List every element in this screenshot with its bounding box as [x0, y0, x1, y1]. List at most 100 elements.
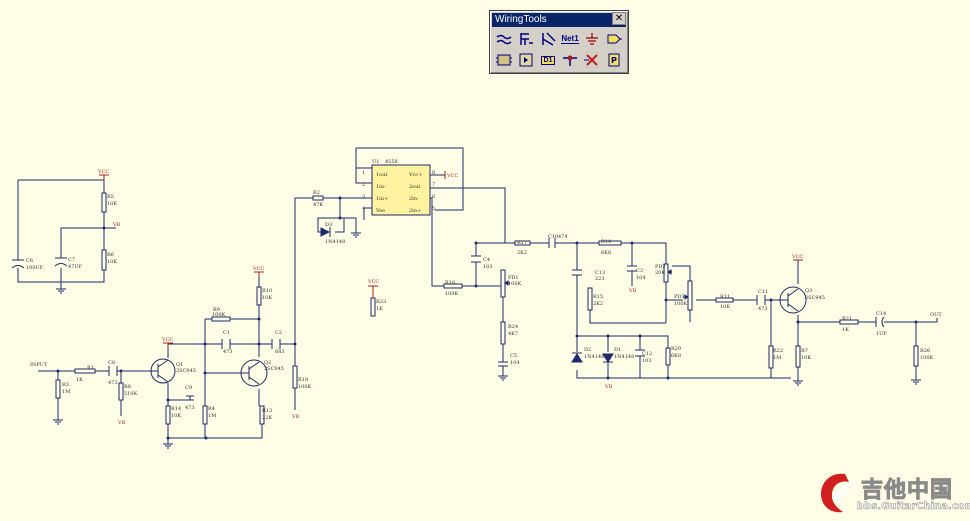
component-label: 6K8: [671, 353, 681, 359]
label-vcc-3: VCC: [252, 266, 264, 272]
component-label: OUT: [930, 312, 942, 318]
component-label: 22K: [262, 415, 272, 421]
component-label: VB: [112, 222, 121, 228]
component-label: 4K7: [508, 331, 518, 337]
component-label: R22: [773, 348, 783, 354]
component-label: 100K: [445, 291, 459, 297]
component-label: Vee: [375, 208, 385, 214]
component-label: C13: [595, 270, 605, 276]
component-label: VB: [117, 420, 126, 426]
component-label: 20K: [655, 270, 665, 276]
component-label: C9: [185, 385, 192, 391]
component-label: 223: [595, 276, 605, 282]
component-label: 1N4148: [584, 354, 604, 360]
wiring-tools-panel[interactable]: WiringTools ✕ Net1 D1 P: [489, 10, 629, 74]
close-icon[interactable]: ✕: [612, 12, 626, 25]
component-label: 8: [432, 170, 435, 176]
wiring-tools-title-text: WiringTools: [495, 14, 547, 25]
component-label: C5: [510, 353, 517, 359]
no-erc-tool-icon[interactable]: [582, 51, 602, 69]
component-label: C6: [26, 258, 33, 264]
port-tool-icon[interactable]: P: [604, 51, 624, 69]
component-label: 1N4148: [325, 239, 345, 245]
component-label: U1: [372, 159, 379, 165]
component-label: 2in+: [409, 208, 421, 214]
component-tool-icon[interactable]: [494, 51, 514, 69]
component-label: R20: [671, 346, 681, 352]
component-label: 510K: [124, 391, 138, 397]
component-label: 10K: [107, 201, 117, 207]
component-label: C2: [275, 330, 282, 336]
component-label: 6: [432, 194, 435, 200]
bus-tool-icon[interactable]: [516, 30, 536, 48]
net-label-tool-icon[interactable]: Net1: [560, 30, 580, 48]
component-label: 103: [642, 358, 652, 364]
component-label: 474: [558, 234, 568, 240]
component-label: 100K: [508, 281, 522, 287]
label-vcc-5: VCC: [791, 254, 803, 260]
watermark: 吉他中国 bbs.GuitarChina.com: [815, 470, 970, 518]
sheet-symbol-tool-icon[interactable]: [516, 51, 536, 69]
component-label: 2in-: [409, 196, 419, 202]
component-label: 4: [362, 206, 365, 212]
component-label: 1K: [842, 327, 849, 333]
component-label: 100K: [674, 301, 688, 307]
component-label: C7: [68, 257, 75, 263]
port-label-text: D1: [540, 55, 556, 65]
label-vcc-2: VCC: [161, 337, 173, 343]
component-label: 2: [362, 182, 365, 188]
component-label: 104: [636, 275, 646, 281]
wiring-tools-title[interactable]: WiringTools: [492, 13, 626, 27]
component-label: Vcc+: [408, 172, 422, 178]
component-label: 1M: [62, 389, 70, 395]
component-label: R11: [720, 294, 730, 300]
component-label: 2K2: [593, 301, 603, 307]
component-label: 683: [275, 349, 285, 355]
wire-tool-icon[interactable]: [494, 30, 514, 48]
ground-power-tool-icon[interactable]: [582, 30, 602, 48]
label-vcc-1: VCC: [97, 169, 109, 175]
component-label: D1: [614, 347, 621, 353]
component-label: 100K: [298, 384, 312, 390]
component-label: R18: [298, 377, 308, 383]
component-label: 10K: [107, 259, 117, 265]
vcc-power-tool-icon[interactable]: [604, 30, 624, 48]
component-label: 2out: [409, 184, 420, 190]
sheet-entry-tool-icon[interactable]: D1: [538, 51, 558, 69]
component-label: R13: [262, 408, 272, 414]
component-label: R26: [920, 348, 930, 354]
component-label: 2SC945: [805, 295, 825, 301]
component-label: C4: [483, 257, 490, 263]
component-label: Q2: [264, 360, 271, 366]
bus-entry-tool-icon[interactable]: [538, 30, 558, 48]
pot-wipers: [504, 269, 689, 300]
component-label: R8: [124, 384, 131, 390]
component-label: PD1: [508, 275, 519, 281]
component-label: R24: [508, 324, 518, 330]
component-label: C12: [642, 351, 652, 357]
resistors: [55, 192, 919, 425]
watermark-url: bbs.GuitarChina.com: [857, 501, 970, 513]
component-label: R3: [62, 382, 69, 388]
component-label: R9: [213, 307, 220, 313]
component-label: C8: [108, 360, 115, 366]
component-label: R21: [842, 316, 852, 322]
component-label: 7: [432, 182, 435, 188]
diodes: [320, 227, 614, 363]
component-label: 2SC945: [264, 366, 284, 372]
component-label: Q1: [176, 362, 183, 368]
component-label: PD2: [655, 264, 666, 270]
component-label: D3: [325, 222, 332, 228]
component-label: R17: [517, 240, 527, 246]
component-label: 1in+: [376, 196, 388, 202]
component-label: D2: [584, 347, 591, 353]
svg-text:P: P: [611, 56, 617, 65]
component-label: R23: [376, 299, 386, 305]
vcc-symbols: [99, 171, 803, 348]
schematic-wires: [17, 147, 938, 444]
component-label: 2K2: [517, 250, 527, 256]
component-label: R15: [593, 294, 603, 300]
component-label: 3: [362, 194, 365, 200]
junction-tool-icon[interactable]: [560, 51, 580, 69]
